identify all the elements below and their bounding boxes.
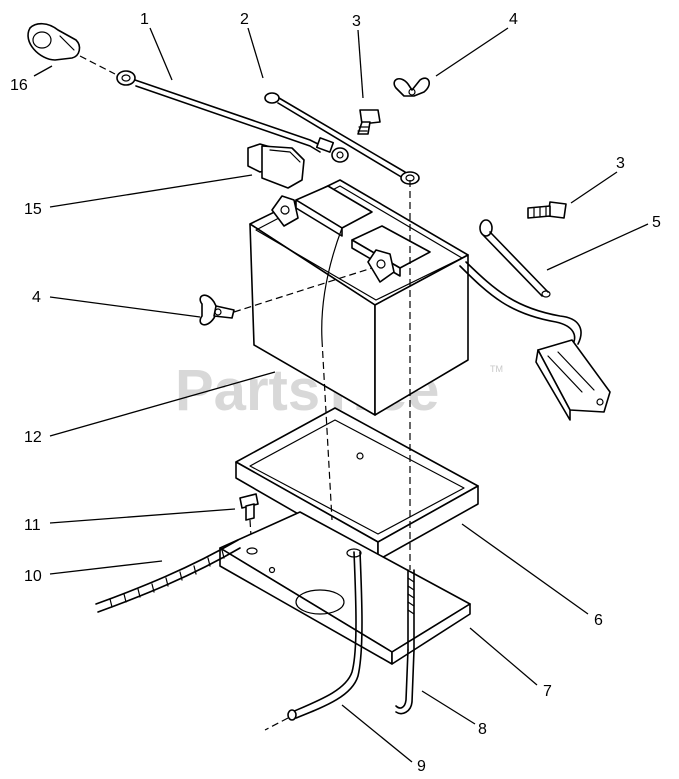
callout-11: 11 (24, 517, 41, 534)
callout-5: 5 (652, 214, 661, 231)
cable-connector[interactable] (459, 261, 611, 421)
bolt-part-3-right[interactable] (527, 201, 567, 219)
callout-6: 6 (594, 612, 603, 629)
battery-cable-part-1[interactable] (116, 70, 349, 163)
callout-3-top: 3 (352, 13, 361, 30)
callout-labels: 1 2 3 4 3 5 16 15 4 12 11 10 6 7 8 9 (10, 11, 661, 775)
strap-part-2[interactable] (264, 92, 420, 185)
callout-15: 15 (24, 201, 42, 218)
sleeve-part-10[interactable] (95, 539, 241, 613)
bolt-part-3-top[interactable] (357, 109, 381, 135)
callout-9: 9 (417, 758, 426, 775)
callout-8: 8 (478, 721, 487, 738)
callout-4-top: 4 (509, 11, 518, 28)
watermark-trademark: TM (490, 364, 503, 374)
callout-2: 2 (240, 11, 249, 28)
leader-lines (33, 27, 649, 763)
callout-3-right: 3 (616, 155, 625, 172)
cable-part-5[interactable] (479, 219, 551, 298)
terminal-cover-part-15[interactable] (247, 143, 305, 189)
callout-4-left: 4 (32, 289, 41, 306)
wing-nut-part-4-left[interactable] (199, 267, 373, 326)
terminal-boot-part-16[interactable] (27, 22, 116, 75)
callout-7: 7 (543, 683, 552, 700)
callout-10: 10 (24, 568, 42, 585)
callout-12: 12 (24, 429, 42, 446)
callout-1: 1 (140, 11, 149, 28)
battery-part-12[interactable] (249, 179, 469, 416)
cable-part-9[interactable] (264, 339, 363, 731)
callout-16: 16 (10, 77, 28, 94)
hold-down-rod-part-8[interactable] (395, 180, 415, 715)
bolt-part-11[interactable] (239, 493, 259, 553)
wing-nut-part-4-top[interactable] (393, 77, 431, 97)
